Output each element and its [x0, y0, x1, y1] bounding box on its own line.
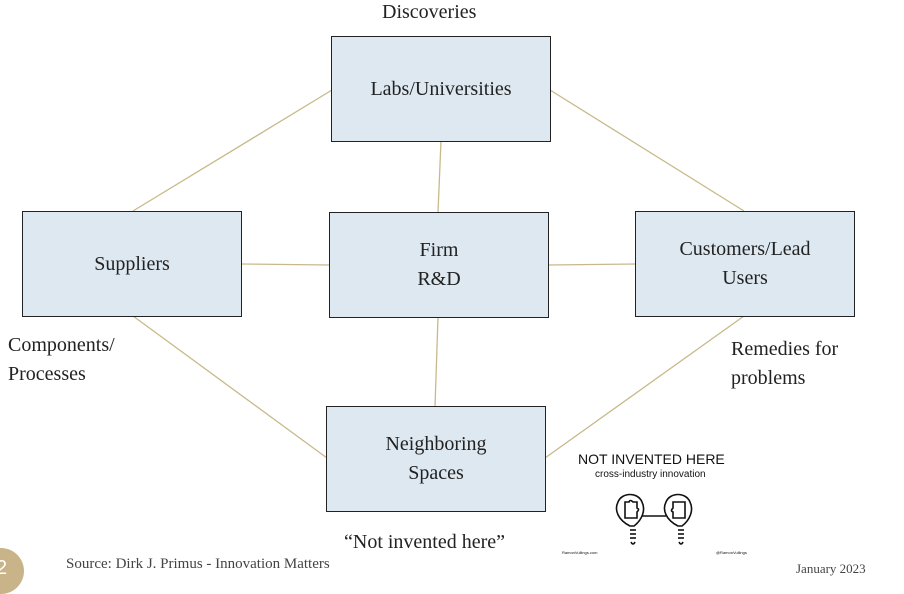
page-number: 2: [0, 557, 8, 579]
components-line-2: Processes: [8, 363, 86, 385]
connector-firm-customers: [547, 263, 637, 266]
logo-subtitle: cross-industry innovation: [595, 469, 706, 480]
customers-lead-users-box: Customers/Lead Users: [635, 211, 855, 317]
components-line-1: Components/: [8, 334, 115, 356]
connector-labs-firm: [437, 140, 442, 213]
discoveries-label: Discoveries: [382, 1, 477, 23]
remedies-line-2: problems: [731, 367, 806, 389]
connector-customers-neighboring: [544, 315, 745, 459]
connector-labs-customers: [549, 89, 745, 212]
connector-labs-suppliers: [132, 89, 333, 212]
customers-line-1: Customers/Lead: [679, 238, 811, 260]
source-footer: Source: Dirk J. Primus - Innovation Matt…: [66, 556, 330, 572]
firm-rd-box: Firm R&D: [329, 212, 549, 318]
remedies-label: Remedies for problems: [731, 335, 838, 393]
logo-left-credit: RamonVullings.com: [562, 550, 598, 555]
customers-line-2: Users: [722, 267, 768, 289]
labs-universities-box: Labs/Universities: [331, 36, 551, 142]
left-bulb-icon: [615, 493, 645, 527]
connector-firm-neighboring: [434, 316, 439, 408]
connector-suppliers-neighboring: [132, 315, 328, 459]
suppliers-line-1: Suppliers: [94, 252, 170, 275]
labs-line-1: Labs/Universities: [370, 77, 512, 100]
logo-right-credit: @RamonVullings: [716, 550, 747, 555]
date-footer: January 2023: [796, 561, 866, 576]
remedies-line-1: Remedies for: [731, 338, 839, 360]
connector-suppliers-firm: [240, 263, 331, 266]
left-puzzle-icon: [624, 499, 640, 519]
right-bulb-icon: [663, 493, 693, 527]
logo-title: NOT INVENTED HERE: [578, 451, 725, 467]
right-puzzle-icon: [670, 501, 686, 519]
firm-line-1: Firm: [419, 239, 459, 261]
lightbulb-logo: [615, 493, 693, 545]
neighboring-spaces-box: Neighboring Spaces: [326, 406, 546, 512]
suppliers-box: Suppliers: [22, 211, 242, 317]
firm-line-2: R&D: [417, 268, 461, 290]
neighboring-line-1: Neighboring: [385, 433, 487, 455]
neighboring-line-2: Spaces: [408, 462, 464, 484]
components-processes-label: Components/ Processes: [8, 331, 115, 389]
not-invented-here-quote: “Not invented here”: [344, 531, 506, 553]
